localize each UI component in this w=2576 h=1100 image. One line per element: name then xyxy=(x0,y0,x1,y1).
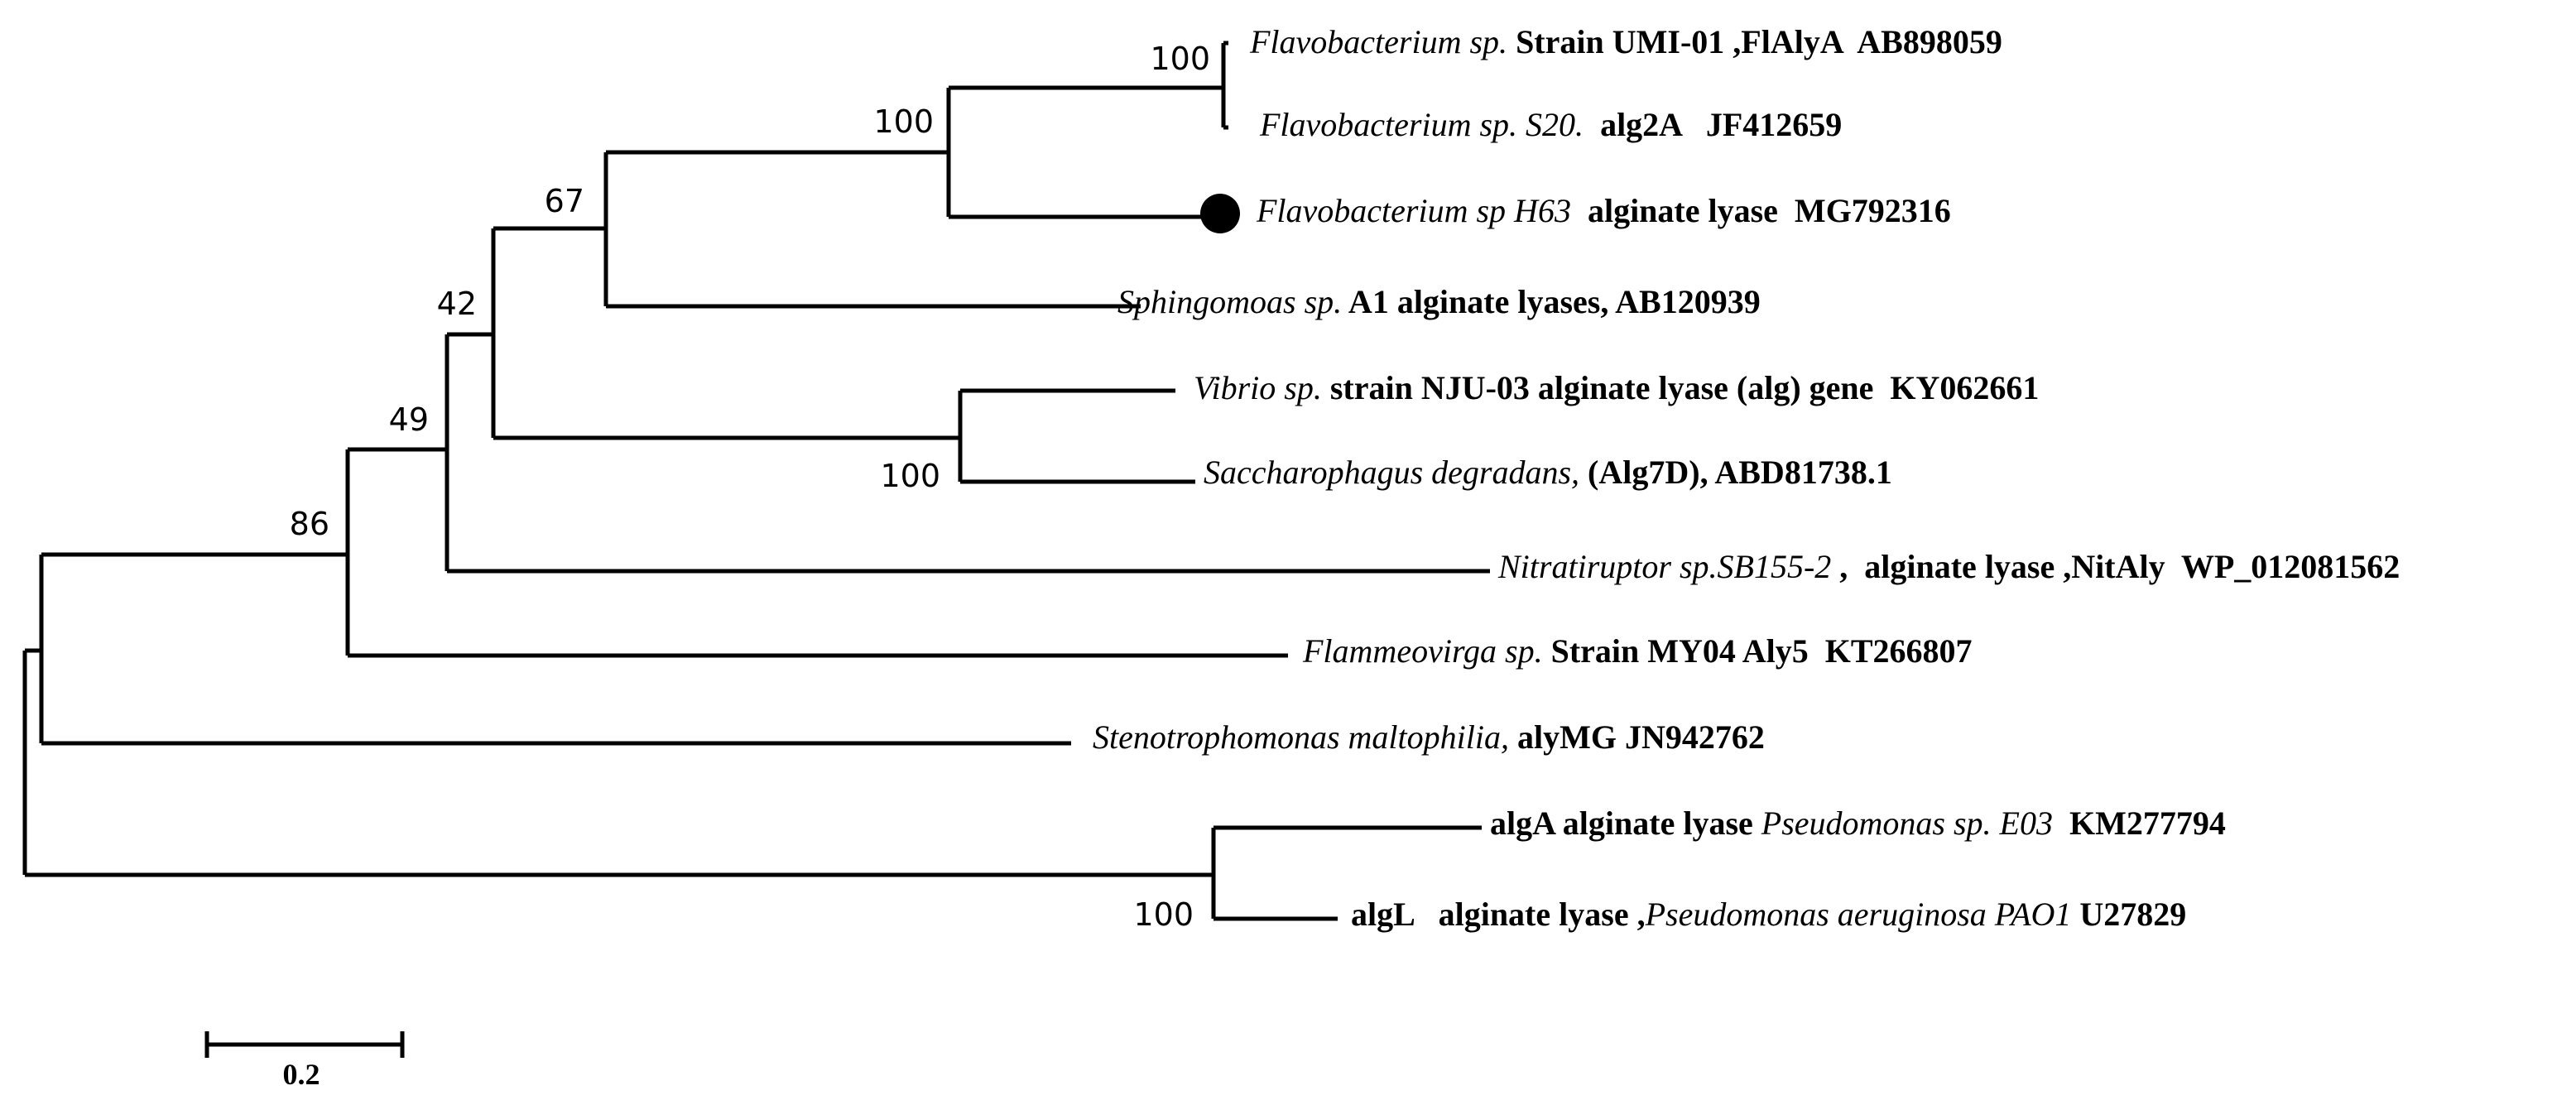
taxon-description: algL alginate lyase , xyxy=(1351,896,1646,933)
taxon-description: (Alg7D), ABD81738.1 xyxy=(1579,454,1892,491)
taxon-label: Stenotrophomonas maltophilia, alyMG JN94… xyxy=(1093,718,1765,756)
taxon-species-name: Flavobacterium sp. xyxy=(1249,23,1507,60)
taxon-label: Sphingomoas sp. A1 alginate lyases, AB12… xyxy=(1117,283,1761,320)
taxon-description: alg2A JF412659 xyxy=(1584,106,1842,143)
support-value: 100 xyxy=(873,103,934,140)
taxon-label: Saccharophagus degradans, (Alg7D), ABD81… xyxy=(1204,454,1892,491)
taxon-species-name: Pseudomonas aeruginosa PAO1 xyxy=(1645,896,2072,933)
taxon-species-name: Vibrio sp. xyxy=(1194,369,1322,406)
taxon-species-name: Nitratiruptor sp.SB155-2 xyxy=(1497,548,1831,585)
taxon-species-name: Flavobacterium sp. S20. xyxy=(1259,106,1584,143)
taxon-species-name: Flammeovirga sp. xyxy=(1302,632,1543,670)
taxon-species-name: Pseudomonas sp. E03 xyxy=(1761,805,2053,842)
taxon-label: Nitratiruptor sp.SB155-2 , alginate lyas… xyxy=(1497,548,2400,585)
taxon-description: alyMG JN942762 xyxy=(1509,718,1765,756)
taxon-species-name: Stenotrophomonas maltophilia, xyxy=(1093,718,1509,756)
scale-bar-label: 0.2 xyxy=(283,1058,320,1091)
taxon-species-name: Saccharophagus degradans, xyxy=(1204,454,1579,491)
taxon-label: algA alginate lyase Pseudomonas sp. E03 … xyxy=(1490,805,2226,842)
taxon-description: Strain UMI-01 ,FlAlyA AB898059 xyxy=(1507,23,2002,60)
taxon-label: Flavobacterium sp. Strain UMI-01 ,FlAlyA… xyxy=(1249,23,2002,60)
taxon-labels: Flavobacterium sp. Strain UMI-01 ,FlAlyA… xyxy=(1093,23,2400,933)
query-sequence-marker xyxy=(1200,194,1240,233)
taxon-label: algL alginate lyase ,Pseudomonas aerugin… xyxy=(1351,896,2186,933)
taxon-description: , alginate lyase ,NitAly WP_012081562 xyxy=(1831,548,2400,585)
taxon-label: Flavobacterium sp H63 alginate lyase MG7… xyxy=(1256,192,1951,229)
support-value: 49 xyxy=(389,401,429,438)
bootstrap-values: 100 100 67 42 100 49 86 100 xyxy=(290,41,1210,933)
support-value: 100 xyxy=(1133,896,1194,933)
taxon-description: A1 alginate lyases, AB120939 xyxy=(1342,283,1761,320)
taxon-label: Flammeovirga sp. Strain MY04 Aly5 KT2668… xyxy=(1302,632,1973,670)
support-value: 86 xyxy=(290,506,329,542)
support-value: 100 xyxy=(1150,41,1210,77)
tree-branches xyxy=(22,41,1490,921)
taxon-description: Strain MY04 Aly5 KT266807 xyxy=(1543,632,1973,670)
taxon-label: Flavobacterium sp. S20. alg2A JF412659 xyxy=(1259,106,1842,143)
support-value: 67 xyxy=(545,183,584,219)
taxon-description: alginate lyase MG792316 xyxy=(1571,192,1951,229)
taxon-species-name: Sphingomoas sp. xyxy=(1117,283,1342,320)
taxon-description: U27829 xyxy=(2071,896,2186,933)
scale-bar: 0.2 xyxy=(204,1031,405,1091)
taxon-species-name: Flavobacterium sp H63 xyxy=(1256,192,1571,229)
taxon-description: KM277794 xyxy=(2053,805,2226,842)
taxon-description: algA alginate lyase xyxy=(1490,805,1761,842)
support-value: 100 xyxy=(880,458,940,494)
support-value: 42 xyxy=(437,286,477,322)
taxon-description: strain NJU-03 alginate lyase (alg) gene … xyxy=(1322,369,2040,406)
taxon-label: Vibrio sp. strain NJU-03 alginate lyase … xyxy=(1194,369,2039,406)
